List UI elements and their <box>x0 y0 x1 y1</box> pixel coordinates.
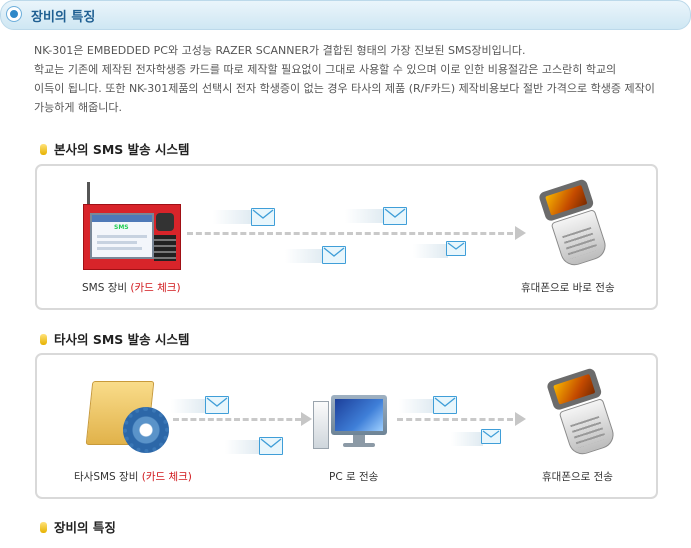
dashed-line <box>397 418 513 421</box>
intro-line-4: 가능하게 해줍니다. <box>34 101 122 114</box>
envelope-icon <box>481 429 501 444</box>
device-screen-text: SMS <box>114 224 129 231</box>
envelope-icon <box>322 246 346 264</box>
phone-label: 휴대폰으로 전송 <box>542 471 613 483</box>
intro-line-3: 이득이 됩니다. 또한 NK-301제품의 선택시 전자 학생증이 없는 경우 … <box>34 82 655 95</box>
mobile-phone-image <box>532 176 616 271</box>
pc-tower-icon <box>313 401 329 449</box>
yellow-bullet-icon <box>40 144 47 155</box>
section-title-features: 장비의 특징 <box>40 517 116 536</box>
pc-label: PC 로 전송 <box>329 471 379 483</box>
circle-bullet-icon <box>7 7 21 21</box>
section-title-text: 장비의 특징 <box>54 520 116 535</box>
section-title-text: 본사의 SMS 발송 시스템 <box>54 142 190 157</box>
section-title-text: 타사의 SMS 발송 시스템 <box>54 332 190 347</box>
arrow-right-icon <box>515 412 526 426</box>
envelope-icon <box>433 396 457 414</box>
device-screen: SMS <box>90 213 154 259</box>
dashed-line <box>173 418 301 421</box>
intro-paragraph: NK-301은 EMBEDDED PC와 고성능 RAZER SCANNER가 … <box>34 41 684 117</box>
envelope-icon <box>205 396 229 414</box>
intro-line-2: 학교는 기존에 제작된 전자학생증 카드를 따로 제작할 필요없이 그대로 사용… <box>34 63 617 76</box>
pc-image <box>313 395 397 453</box>
dashed-line <box>187 232 513 235</box>
other-device-label: 타사SMS 장비 (카드 체크) <box>74 471 192 483</box>
section-title-other-system: 타사의 SMS 발송 시스템 <box>40 329 190 348</box>
page-title: 장비의 특징 <box>31 10 96 25</box>
monitor-icon <box>331 395 387 435</box>
arrow-right-icon <box>515 226 526 240</box>
sms-device-label: SMS 장비 (카드 체크) <box>82 282 181 294</box>
sms-device-image: SMS <box>83 204 181 270</box>
own-system-diagram: SMS SMS 장비 (카드 체크) 휴대폰으로 바로 전송 <box>35 164 658 310</box>
device-keypad-icon <box>154 235 176 261</box>
yellow-bullet-icon <box>40 334 47 345</box>
mobile-phone-image <box>540 365 624 460</box>
arrow-right-icon <box>301 412 312 426</box>
phone-label: 휴대폰으로 바로 전송 <box>521 282 615 294</box>
envelope-icon <box>383 207 407 225</box>
intro-line-1: NK-301은 EMBEDDED PC와 고성능 RAZER SCANNER가 … <box>34 44 526 57</box>
other-system-diagram: 타사SMS 장비 (카드 체크) PC 로 전송 휴대폰으로 전송 <box>35 353 658 499</box>
section-header-bar: 장비의 특징 <box>0 0 691 30</box>
folder-gear-image <box>85 377 169 453</box>
antenna-icon <box>87 182 90 207</box>
envelope-icon <box>251 208 275 226</box>
device-scanner <box>156 213 174 231</box>
section-title-own-system: 본사의 SMS 발송 시스템 <box>40 139 190 158</box>
envelope-icon <box>446 241 466 256</box>
yellow-bullet-icon <box>40 522 47 533</box>
gear-icon <box>123 407 169 453</box>
envelope-icon <box>259 437 283 455</box>
